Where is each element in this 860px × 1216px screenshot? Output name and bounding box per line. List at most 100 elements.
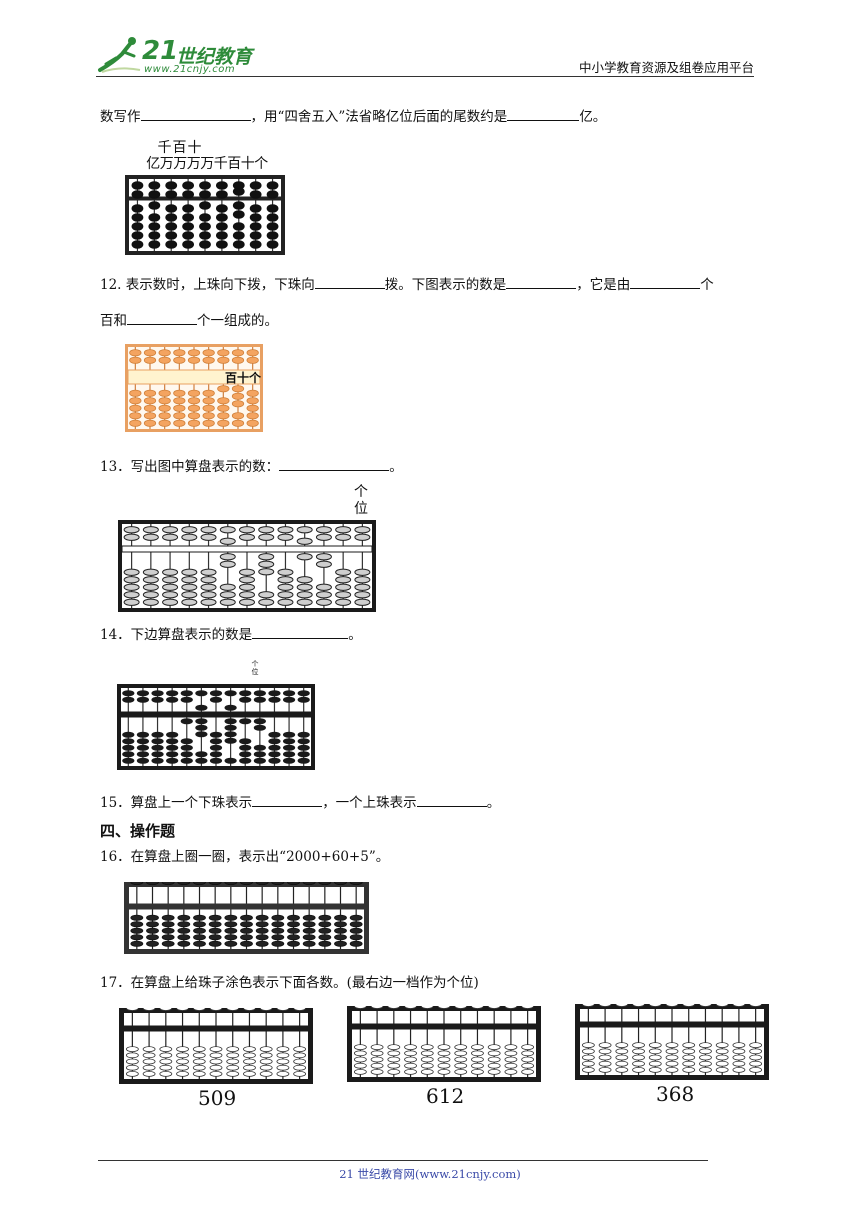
abacus-bead (315, 591, 332, 599)
abacus-bead (143, 349, 157, 357)
abacus-bead (209, 738, 223, 745)
abacus-bead (255, 914, 269, 921)
abacus-bead (232, 222, 245, 231)
q11-blank-2[interactable] (507, 106, 580, 121)
q17-abacus-2[interactable] (347, 1006, 541, 1082)
abacus-bead (202, 349, 215, 357)
abacus-bead (215, 222, 228, 231)
q14-blank[interactable] (252, 624, 349, 639)
abacus-bead (404, 1069, 417, 1075)
abacus-bead (287, 927, 300, 934)
abacus-bead (209, 1064, 223, 1071)
abacus-bead (240, 914, 253, 921)
abacus-bead (142, 568, 159, 576)
abacus-bead (349, 921, 363, 928)
abacus-bead (632, 1067, 645, 1073)
abacus-bead (129, 349, 142, 357)
abacus-bead (266, 204, 279, 213)
q17-abacus-1[interactable] (119, 1008, 313, 1084)
abacus-bead (159, 1052, 173, 1059)
abacus-bead (682, 1060, 696, 1067)
abacus-beam (127, 369, 261, 385)
abacus-bead (162, 583, 179, 591)
abacus-bead (130, 882, 144, 886)
abacus-bead (598, 1004, 612, 1007)
abacus-bead (665, 1042, 679, 1048)
abacus-bead (334, 934, 347, 941)
abacus-bead (268, 690, 281, 697)
abacus-bead (282, 744, 296, 751)
abacus-bead (437, 1006, 451, 1009)
q15-line: 15．算盘上一个下珠表示，一个上珠表示。 (100, 792, 500, 813)
q17-abacus-3[interactable] (575, 1004, 769, 1080)
abacus-bead (682, 1004, 696, 1007)
abacus-bead (749, 1042, 763, 1048)
abacus-bead (125, 1058, 139, 1065)
abacus-bead (581, 1054, 595, 1061)
abacus-bead (521, 1056, 535, 1063)
abacus-bead (239, 598, 255, 606)
abacus-bead (231, 385, 245, 393)
abacus-bead (231, 419, 245, 427)
abacus-bead (217, 349, 230, 357)
abacus-bead (143, 356, 157, 364)
q17-number-509: 509 (198, 1086, 237, 1110)
abacus-bead (276, 1046, 290, 1052)
abacus-bead (296, 598, 313, 606)
abacus-bead (200, 526, 217, 534)
q12-blank-3[interactable] (630, 274, 701, 289)
q13-blank[interactable] (279, 456, 390, 471)
abacus-bead (200, 583, 217, 591)
abacus-bead (166, 690, 179, 697)
abacus-bead (136, 696, 150, 703)
abacus-bead (504, 1006, 518, 1009)
abacus-bead (162, 568, 179, 576)
abacus-bead (200, 568, 217, 576)
abacus-bead (239, 583, 255, 591)
abacus-bead (715, 1067, 729, 1073)
abacus-bead (158, 419, 171, 427)
q14-text: 14．下边算盘表示的数是 (100, 627, 253, 643)
abacus-bead (297, 738, 310, 745)
abacus-bead (136, 731, 150, 738)
abacus-bead (131, 240, 144, 249)
abacus-bead (122, 731, 135, 738)
q16-abacus[interactable] (124, 882, 369, 954)
abacus-bead (195, 724, 208, 731)
abacus-bead (258, 598, 275, 606)
abacus-bead (199, 231, 211, 240)
abacus-bead (732, 1054, 746, 1061)
abacus-bead (219, 583, 236, 591)
q15-blank-2[interactable] (416, 792, 487, 807)
abacus-bead (334, 921, 347, 928)
q15-blank-1[interactable] (252, 792, 323, 807)
abacus-bead (277, 568, 294, 576)
abacus-bead (259, 1071, 273, 1077)
abacus-bead (199, 190, 211, 199)
abacus-bead (146, 921, 159, 928)
abacus-bead (136, 738, 150, 745)
abacus-bead (226, 1008, 240, 1011)
abacus-bead (349, 927, 363, 934)
q12-blank-1[interactable] (314, 274, 385, 289)
abacus-bead (131, 181, 144, 190)
abacus-bead (215, 213, 228, 222)
q11-blank-1[interactable] (140, 106, 251, 121)
abacus-bead (123, 583, 140, 591)
abacus-bead (200, 533, 217, 541)
q12-blank-4[interactable] (127, 310, 197, 325)
abacus-bead (420, 1056, 434, 1063)
abacus-bead (253, 724, 266, 731)
abacus-bead (732, 1060, 746, 1067)
abacus-bead (208, 927, 222, 934)
abacus-bead (334, 940, 347, 947)
abacus-bead (226, 1064, 240, 1071)
abacus-bead (166, 696, 179, 703)
abacus-bead (208, 921, 222, 928)
abacus-bead (173, 349, 186, 357)
abacus-bead (293, 1064, 307, 1071)
abacus-bead (471, 1050, 484, 1057)
q12-blank-2[interactable] (506, 274, 577, 289)
abacus-bead (749, 1048, 763, 1055)
abacus-bead (162, 533, 179, 541)
